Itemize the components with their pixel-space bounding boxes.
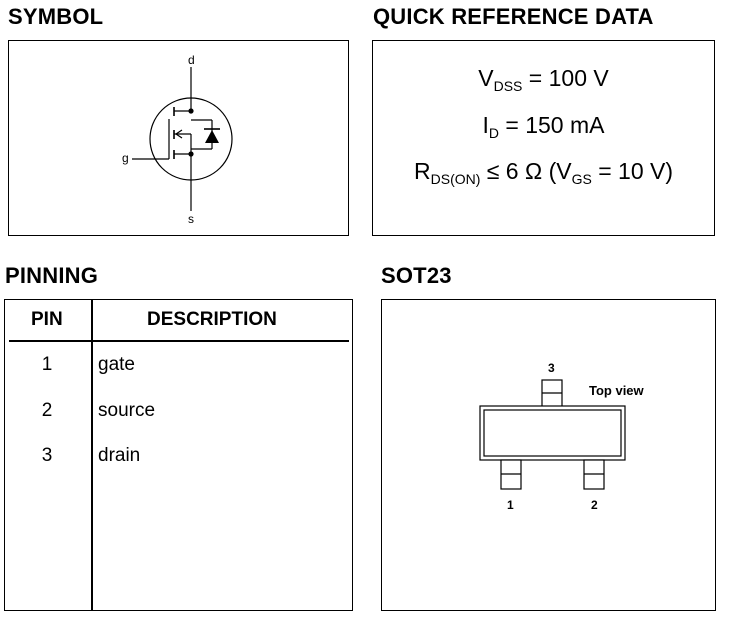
pin-3-label: 3 <box>548 361 555 375</box>
header-rule <box>9 340 349 342</box>
column-divider <box>91 300 93 610</box>
pin-number: 2 <box>41 400 53 421</box>
pin-column-header: PIN <box>31 309 63 330</box>
pin-number: 1 <box>41 354 53 375</box>
pin-1-label: 1 <box>507 498 514 512</box>
package-box: 3 Top view 1 2 <box>381 299 716 611</box>
terminal-s-label: s <box>188 212 194 226</box>
symbol-heading: SYMBOL <box>8 4 104 29</box>
terminal-g-label: g <box>122 151 129 165</box>
pinning-table: PIN DESCRIPTION 1 gate 2 source 3 drain <box>4 299 353 611</box>
pin-description: drain <box>98 445 141 466</box>
symbol-box: d g s <box>8 40 349 236</box>
rdson-line: RDS(ON) ≤ 6 Ω (VGS = 10 V) <box>414 158 673 187</box>
description-column-header: DESCRIPTION <box>147 309 277 330</box>
package-heading: SOT23 <box>381 263 452 288</box>
vdss-line: VDSS = 100 V <box>478 65 609 94</box>
top-view-label: Top view <box>589 383 645 398</box>
quick-reference-heading: QUICK REFERENCE DATA <box>373 4 654 29</box>
pin-2-label: 2 <box>591 498 598 512</box>
mosfet-symbol-icon: d g s <box>122 53 233 226</box>
pin-description: source <box>98 400 156 421</box>
pin-description: gate <box>98 354 135 375</box>
pinning-heading: PINNING <box>5 263 99 288</box>
quick-reference-box: VDSS = 100 V ID = 150 mA RDS(ON) ≤ 6 Ω (… <box>372 40 715 236</box>
id-line: ID = 150 mA <box>482 112 605 141</box>
pin-number: 3 <box>41 445 53 466</box>
terminal-d-label: d <box>188 53 195 67</box>
sot23-package-drawing: 3 Top view 1 2 <box>479 361 645 512</box>
